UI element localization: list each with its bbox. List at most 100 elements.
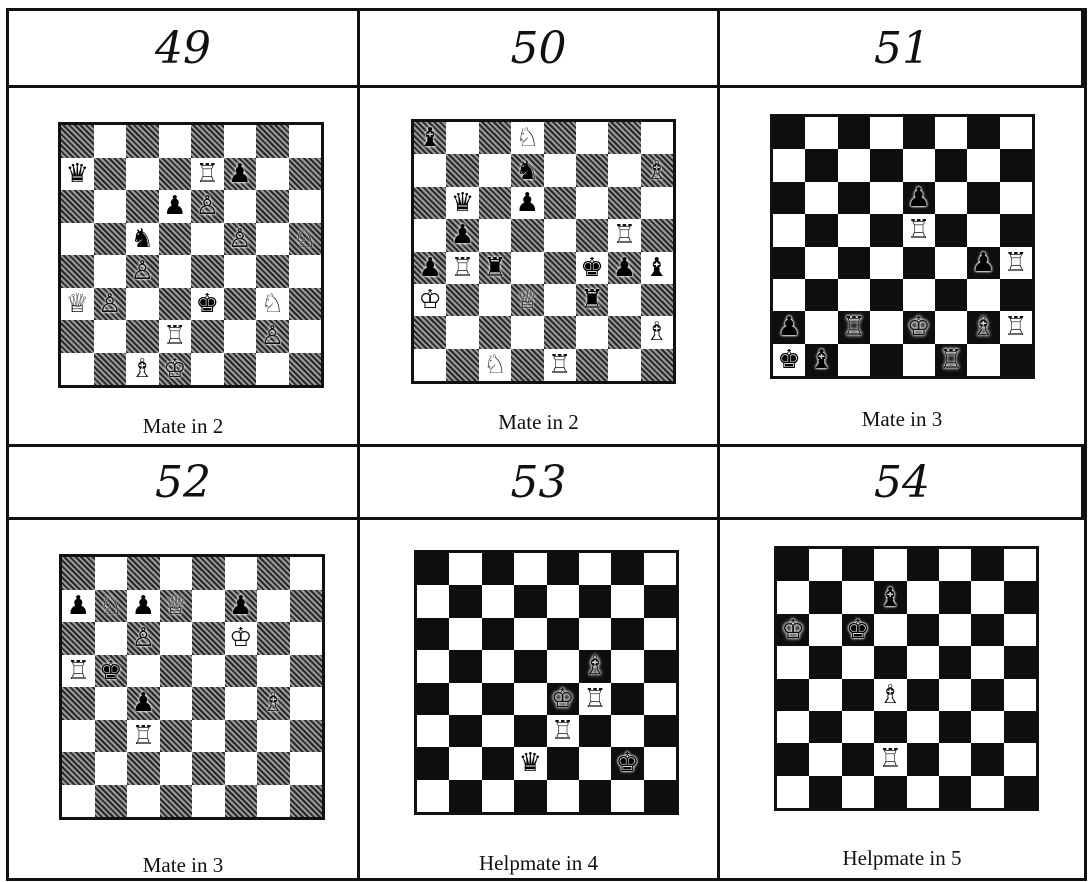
square-c4 [842,679,874,711]
square-a5 [417,650,449,682]
chess-board: ♟♘♟♕♟♙♔♖♚♟♗♖ [59,554,325,820]
square-c3 [479,284,511,316]
square-d6 [870,182,902,214]
problem-51-header: 51 [717,8,1087,88]
square-a6 [62,622,95,655]
black-pawn-icon: ♟ [419,255,442,281]
square-c3 [126,288,159,321]
problem-caption: Mate in 2 [360,410,717,435]
square-a6 [417,618,449,650]
problem-caption: Mate in 2 [9,414,357,439]
white-rook-icon: ♖ [163,323,186,349]
square-a2 [777,743,809,775]
square-d6 [514,618,546,650]
square-a4: ♟ [414,252,446,284]
square-b3: ♙ [94,288,127,321]
white-king-icon: ♔ [782,617,805,643]
square-a3 [773,279,805,311]
square-h5: ♘ [289,223,322,256]
square-g8 [257,557,290,590]
square-h6 [641,187,673,219]
white-rook-icon: ♖ [583,686,606,712]
square-h8 [289,125,322,158]
square-d4: ♗ [874,679,906,711]
square-h4 [290,687,323,720]
square-f6 [576,187,608,219]
black-queen-icon: ♛ [519,750,542,776]
square-g1 [611,780,643,812]
square-g7 [257,590,290,623]
square-e8 [903,117,935,149]
white-rook-icon: ♖ [67,658,90,684]
square-f5: ♗ [579,650,611,682]
square-c1 [482,780,514,812]
square-b3 [809,711,841,743]
square-b6 [805,182,837,214]
black-bishop-icon: ♝ [419,125,442,151]
square-d2 [870,311,902,343]
square-f5: ♙ [224,223,257,256]
square-d3: ♕ [511,284,543,316]
square-a5 [773,214,805,246]
square-d1 [514,780,546,812]
square-f8 [939,549,971,581]
square-g7 [967,149,999,181]
white-rook-icon: ♖ [907,217,930,243]
square-e6 [547,618,579,650]
square-c6: ♚ [842,614,874,646]
square-e2 [907,743,939,775]
square-d7 [870,149,902,181]
square-a1 [62,785,95,818]
square-b1 [446,349,478,381]
square-c8 [482,553,514,585]
square-h1 [1000,344,1032,376]
square-f4 [939,679,971,711]
square-c5 [127,655,160,688]
square-d7 [514,585,546,617]
square-e3 [907,711,939,743]
square-c8 [838,117,870,149]
square-h7 [289,158,322,191]
white-rook-icon: ♖ [132,723,155,749]
square-d5 [160,655,193,688]
square-d2: ♖ [159,320,192,353]
square-h1 [289,353,322,386]
square-d2: ♖ [874,743,906,775]
black-bishop-icon: ♝ [645,255,668,281]
square-c7 [126,158,159,191]
square-d2 [160,752,193,785]
white-rook-icon: ♖ [613,222,636,248]
square-a3: ♕ [61,288,94,321]
square-c6: ♙ [127,622,160,655]
square-g4 [256,255,289,288]
square-f2 [939,743,971,775]
square-h4 [1004,679,1036,711]
square-f8 [225,557,258,590]
square-h5 [290,655,323,688]
square-b2 [95,752,128,785]
square-h8 [1000,117,1032,149]
square-f7 [935,149,967,181]
square-d1 [870,344,902,376]
square-e5 [544,219,576,251]
square-c7 [479,154,511,186]
square-b2 [809,743,841,775]
black-pawn-icon: ♟ [516,190,539,216]
square-c5: ♞ [126,223,159,256]
square-f6 [939,614,971,646]
square-c4: ♜ [479,252,511,284]
square-b8 [449,553,481,585]
square-d4 [870,247,902,279]
square-b5: ♚ [95,655,128,688]
black-king-icon: ♚ [196,291,219,317]
square-e8 [544,122,576,154]
square-a7: ♟ [62,590,95,623]
square-e3 [903,279,935,311]
square-g6 [971,614,1003,646]
white-pawn-icon: ♙ [98,291,121,317]
square-b1 [449,780,481,812]
square-c2 [127,752,160,785]
square-b8 [805,117,837,149]
problem-49-header: 49 [6,8,360,88]
white-pawn-icon: ♙ [261,323,284,349]
